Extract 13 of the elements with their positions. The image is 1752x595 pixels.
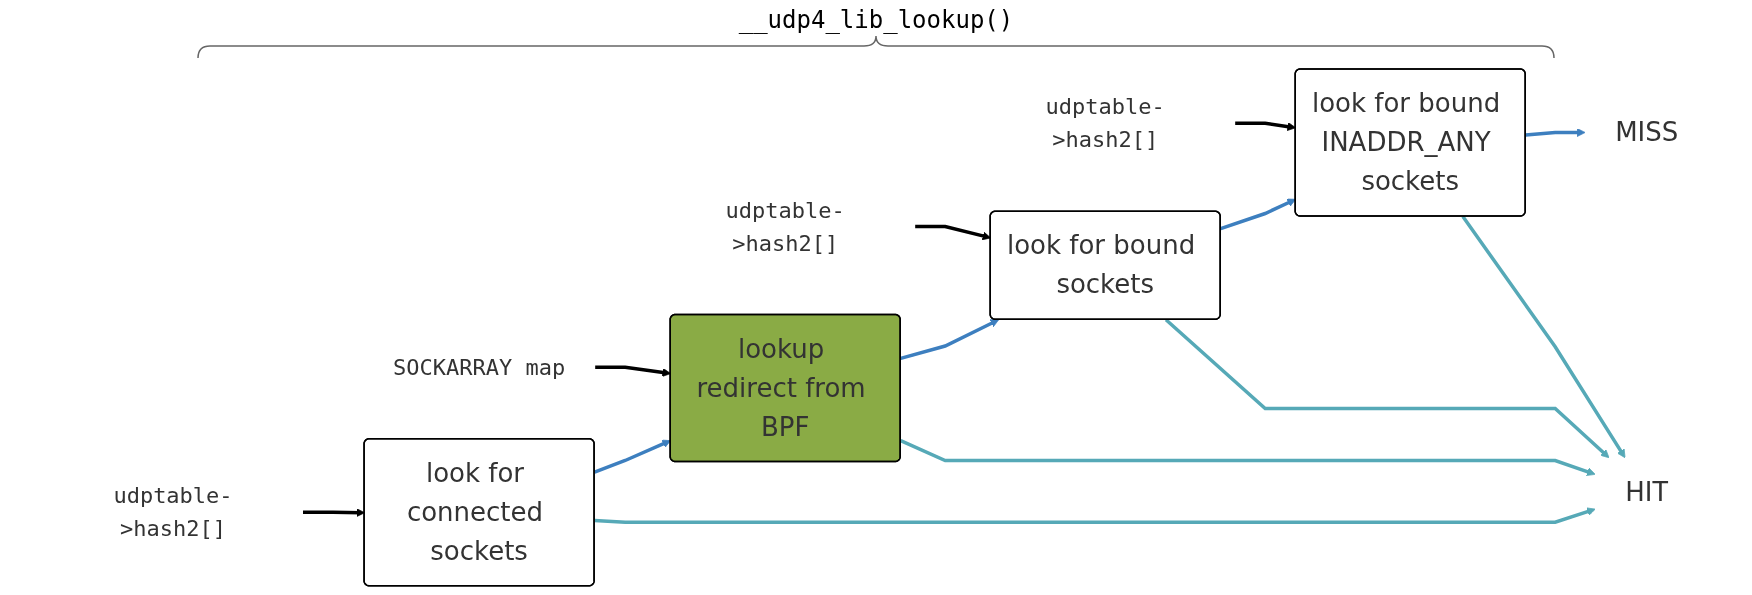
node-text: udptable->hash2[]	[1045, 94, 1166, 153]
node-text: HIT	[1625, 476, 1669, 507]
arrow	[900, 319, 1000, 361]
node-text: udptable->hash2[]	[113, 483, 233, 542]
node-text: MISS	[1615, 117, 1679, 148]
arrow	[1525, 128, 1586, 138]
arrow	[1165, 318, 1610, 459]
node-text: SOCKARRAY map	[393, 354, 566, 380]
node-text: udptable->hash2[]	[725, 197, 846, 256]
arrow	[594, 507, 1596, 525]
function-label: __udp4_lib_lookup()	[738, 6, 1014, 34]
arrow	[900, 439, 1596, 477]
arrow	[1461, 215, 1626, 459]
